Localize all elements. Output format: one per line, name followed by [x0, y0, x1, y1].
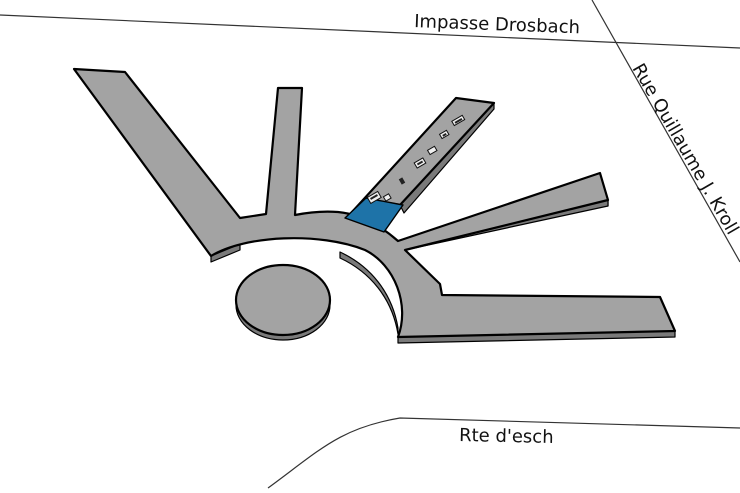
street-label-rte: Rte d'esch — [459, 425, 554, 448]
highlighted-wing-section[interactable] — [344, 197, 404, 233]
road-impasse-drosbach — [0, 14, 740, 49]
street-label-rue: Rue Quillaume J. Kroll — [628, 60, 740, 238]
road-rue-quillaume — [591, 0, 740, 263]
circular-pavilion[interactable] — [234, 263, 332, 341]
radial-building[interactable] — [72, 67, 677, 344]
pavilion-top — [234, 263, 332, 337]
wing-details — [366, 114, 466, 205]
building-top — [72, 67, 677, 339]
road-rte-desch — [267, 417, 740, 489]
